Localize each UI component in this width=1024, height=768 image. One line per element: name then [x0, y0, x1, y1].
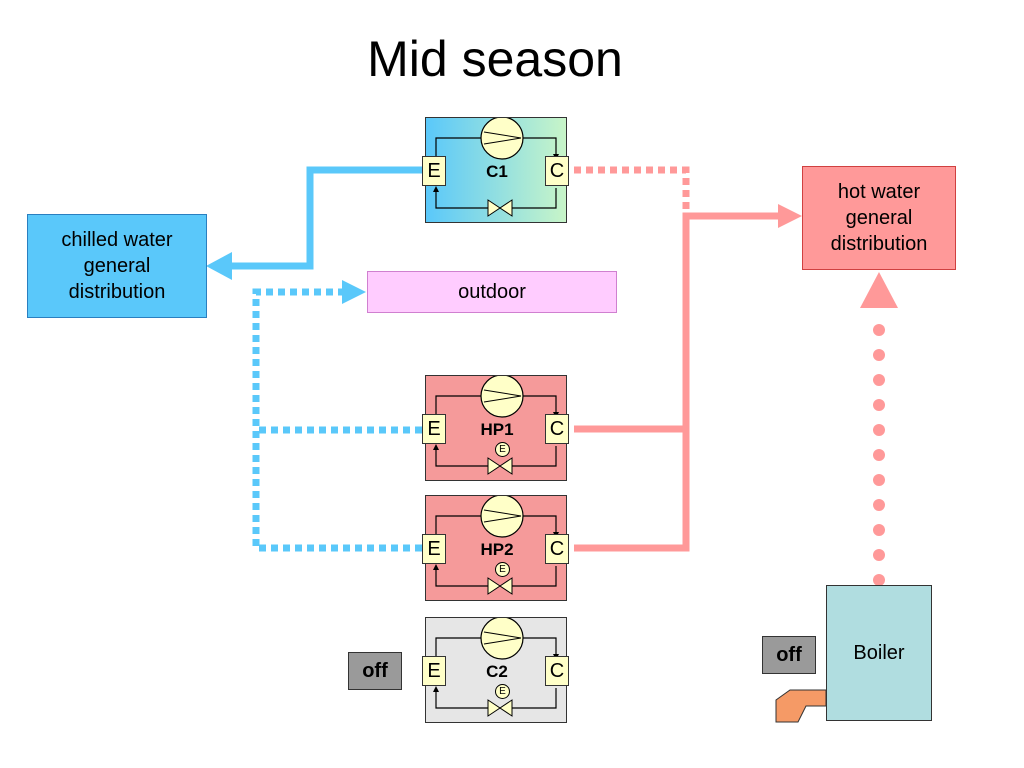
unit-hp1-circuit — [433, 376, 559, 475]
c2-off-badge: off — [348, 652, 402, 690]
hot-water-label: hot water general distribution — [830, 181, 928, 255]
unit-hp2-condenser: C — [545, 534, 569, 564]
unit-c2-label: C2 — [486, 662, 508, 681]
unit-hp1-expansion-valve-label: E — [495, 442, 510, 457]
outdoor-label: outdoor — [458, 281, 526, 303]
unit-hp1-label: HP1 — [480, 420, 514, 439]
hot-supply-pipe-hp2 — [574, 212, 782, 552]
chilled-water-distribution-box: chilled water general distribution — [27, 214, 207, 318]
unit-hp2-expansion-valve-label: E — [495, 562, 510, 577]
unit-hp2-evaporator: E — [422, 534, 446, 564]
boiler-arrowhead — [860, 272, 898, 308]
unit-c2-expansion-valve-label: E — [495, 684, 510, 699]
unit-c2-condenser: C — [545, 656, 569, 686]
unit-c1-evaporator: E — [422, 156, 446, 186]
unit-hp1-condenser: C — [545, 414, 569, 444]
outdoor-dotted-pipe-2 — [252, 288, 422, 552]
burner-shape — [775, 689, 827, 723]
unit-hp2-label: HP2 — [480, 540, 514, 559]
hot-water-distribution-box: hot water general distribution — [802, 166, 956, 270]
unit-c1-label: C1 — [486, 162, 508, 181]
boiler-off-badge: off — [762, 636, 816, 674]
chilled-water-label: chilled water general distribution — [61, 229, 173, 303]
unit-c2-evaporator: E — [422, 656, 446, 686]
chilled-supply-arrowhead — [206, 252, 232, 280]
outdoor-box: outdoor — [367, 271, 617, 313]
chilled-supply-pipe — [226, 166, 422, 270]
unit-c1-condenser: C — [545, 156, 569, 186]
unit-c1: E C C1 — [422, 117, 569, 223]
unit-hp2-circuit — [433, 496, 559, 595]
outdoor-arrowhead — [342, 280, 366, 304]
c1-condenser-dotted-pipe — [574, 166, 690, 212]
boiler-dotted-pipe — [873, 324, 885, 586]
unit-hp1-evaporator: E — [422, 414, 446, 444]
unit-c2-circuit — [433, 618, 559, 717]
boiler-box: Boiler — [826, 585, 932, 721]
unit-c1-circuit — [433, 118, 559, 217]
boiler-label: Boiler — [853, 642, 905, 664]
page-title: Mid season — [367, 31, 623, 87]
hot-supply-arrowhead — [778, 204, 802, 228]
